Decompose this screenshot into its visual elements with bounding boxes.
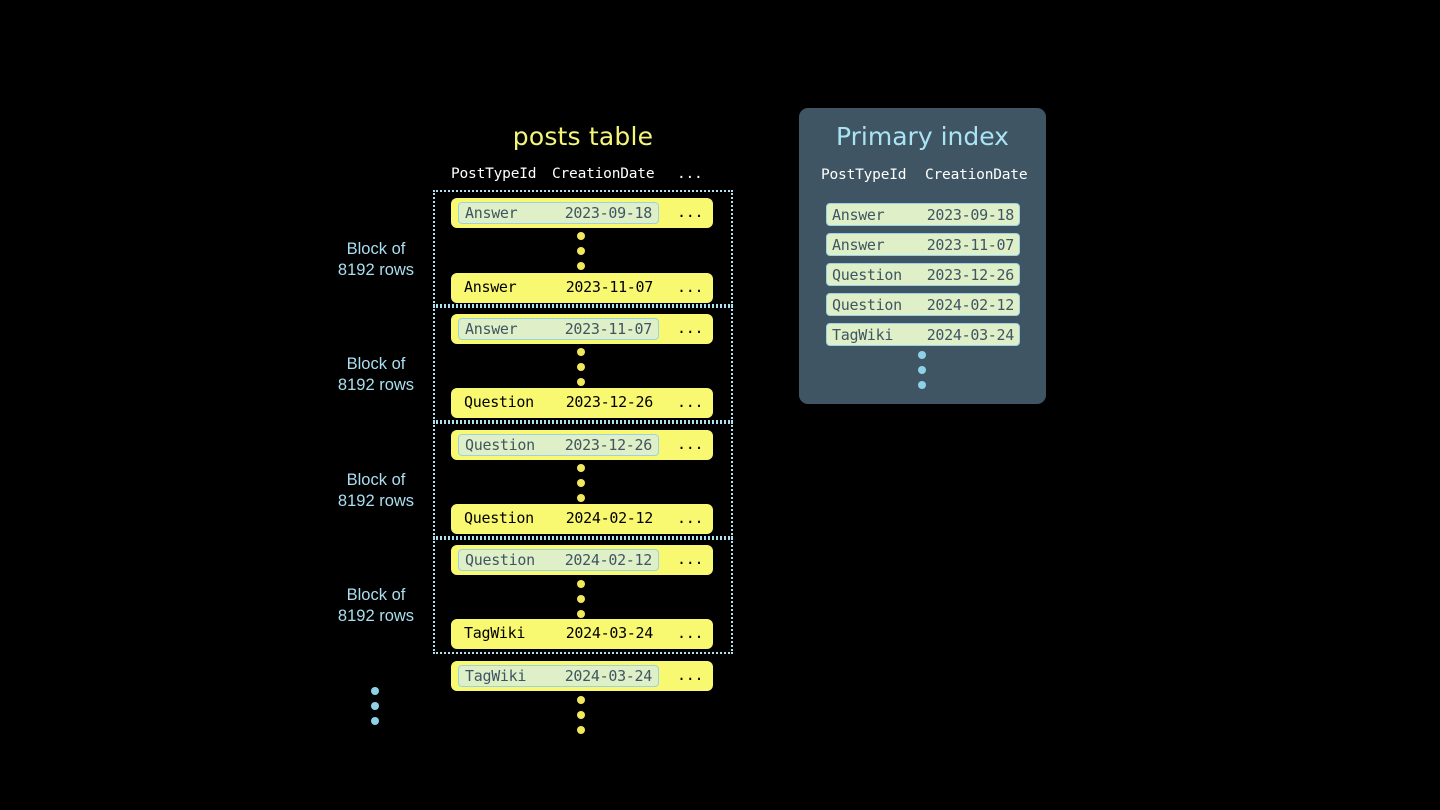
cell-creation-date: 2023-09-18 [564, 204, 653, 222]
row-cells: Question 2024-02-12 [458, 508, 659, 530]
index-row[interactable]: Answer 2023-09-18 [826, 203, 1020, 226]
column-header-post-type-id: PostTypeId [451, 166, 537, 182]
table-row[interactable]: TagWiki 2024-03-24 ... [451, 661, 713, 691]
cell-post-type-id: Answer [832, 236, 885, 254]
table-row[interactable]: Question 2023-12-26 ... [451, 430, 713, 460]
column-header-more: ... [677, 166, 703, 182]
cell-more: ... [677, 203, 704, 221]
table-row[interactable]: Question 2023-12-26 ... [451, 388, 713, 418]
cell-creation-date: 2024-02-12 [565, 509, 654, 527]
block-label-4: Block of 8192 rows [306, 585, 446, 627]
row-cells: TagWiki 2024-03-24 [458, 623, 659, 645]
cell-creation-date: 2023-12-26 [565, 393, 654, 411]
column-header-creation-date: CreationDate [552, 166, 655, 182]
posts-table-title: posts table [512, 122, 654, 151]
cell-post-type-id: Answer [465, 204, 518, 222]
column-header-post-type-id: PostTypeId [821, 167, 907, 183]
table-row[interactable]: Question 2024-02-12 ... [451, 545, 713, 575]
cell-post-type-id: TagWiki [832, 326, 894, 344]
cell-creation-date: 2023-09-18 [926, 206, 1015, 224]
block-label-4-line2: 8192 rows [337, 607, 415, 625]
block-label-3-line1: Block of [346, 471, 406, 489]
cell-post-type-id: Question [465, 551, 535, 569]
cell-more: ... [677, 509, 704, 527]
table-row[interactable]: Answer 2023-11-07 ... [451, 314, 713, 344]
row-ellipsis-dots [577, 580, 586, 625]
cell-post-type-id: TagWiki [464, 624, 526, 642]
block-outline-1 [433, 190, 733, 306]
block-label-1: Block of 8192 rows [306, 239, 446, 281]
row-cells: Answer 2023-11-07 [458, 277, 659, 299]
primary-index-column-headers: PostTypeId CreationDate [799, 167, 1046, 187]
table-ellipsis-dots [577, 696, 586, 741]
cell-creation-date: 2023-11-07 [565, 278, 654, 296]
row-cells: Question 2024-02-12 [458, 549, 659, 571]
block-label-2-line1: Block of [346, 355, 406, 373]
cell-creation-date: 2024-02-12 [926, 296, 1015, 314]
row-cells: Question 2023-12-26 [458, 434, 659, 456]
row-cells: TagWiki 2024-03-24 [458, 665, 659, 687]
cell-creation-date: 2024-03-24 [564, 667, 653, 685]
table-row[interactable]: Question 2024-02-12 ... [451, 504, 713, 534]
cell-creation-date: 2023-11-07 [564, 320, 653, 338]
cell-more: ... [677, 393, 704, 411]
block-label-2: Block of 8192 rows [306, 354, 446, 396]
row-cells: Answer 2023-11-07 [458, 318, 659, 340]
cell-creation-date: 2023-12-26 [564, 436, 653, 454]
cell-creation-date: 2024-03-24 [565, 624, 654, 642]
cell-more: ... [677, 666, 704, 684]
index-row[interactable]: TagWiki 2024-03-24 [826, 323, 1020, 346]
table-row[interactable]: TagWiki 2024-03-24 ... [451, 619, 713, 649]
row-ellipsis-dots [577, 232, 586, 277]
row-ellipsis-dots [577, 464, 586, 509]
block-label-3-line2: 8192 rows [337, 492, 415, 510]
cell-more: ... [677, 319, 704, 337]
blocks-ellipsis-dots [371, 687, 380, 732]
cell-post-type-id: Answer [832, 206, 885, 224]
cell-post-type-id: Question [465, 436, 535, 454]
row-cells: Answer 2023-09-18 [458, 202, 659, 224]
block-outline-4 [433, 538, 733, 654]
block-label-3: Block of 8192 rows [306, 470, 446, 512]
column-header-creation-date: CreationDate [925, 167, 1028, 183]
cell-post-type-id: Question [832, 296, 902, 314]
index-row[interactable]: Question 2023-12-26 [826, 263, 1020, 286]
cell-post-type-id: Question [464, 509, 534, 527]
cell-creation-date: 2024-02-12 [564, 551, 653, 569]
block-label-2-line2: 8192 rows [337, 376, 415, 394]
index-row[interactable]: Question 2024-02-12 [826, 293, 1020, 316]
primary-index-rows: Answer 2023-09-18 Answer 2023-11-07 Ques… [826, 203, 1020, 353]
posts-table-column-headers: PostTypeId CreationDate ... [451, 166, 713, 186]
row-ellipsis-dots [577, 348, 586, 393]
block-label-1-line2: 8192 rows [337, 261, 415, 279]
block-label-1-line1: Block of [346, 240, 406, 258]
cell-more: ... [677, 624, 704, 642]
cell-post-type-id: Answer [464, 278, 517, 296]
cell-more: ... [677, 435, 704, 453]
table-row[interactable]: Answer 2023-09-18 ... [451, 198, 713, 228]
table-row[interactable]: Answer 2023-11-07 ... [451, 273, 713, 303]
cell-more: ... [677, 550, 704, 568]
cell-creation-date: 2024-03-24 [926, 326, 1015, 344]
cell-post-type-id: Answer [465, 320, 518, 338]
block-outline-3 [433, 422, 733, 538]
block-outline-2 [433, 306, 733, 422]
primary-index-ellipsis-dots [918, 351, 927, 396]
cell-creation-date: 2023-11-07 [926, 236, 1015, 254]
primary-index-panel: Primary index PostTypeId CreationDate An… [799, 108, 1046, 404]
row-cells: Question 2023-12-26 [458, 392, 659, 414]
cell-creation-date: 2023-12-26 [926, 266, 1015, 284]
cell-more: ... [677, 278, 704, 296]
cell-post-type-id: TagWiki [465, 667, 527, 685]
index-row[interactable]: Answer 2023-11-07 [826, 233, 1020, 256]
cell-post-type-id: Question [832, 266, 902, 284]
cell-post-type-id: Question [464, 393, 534, 411]
primary-index-title: Primary index [836, 122, 1009, 151]
block-label-4-line1: Block of [346, 586, 406, 604]
